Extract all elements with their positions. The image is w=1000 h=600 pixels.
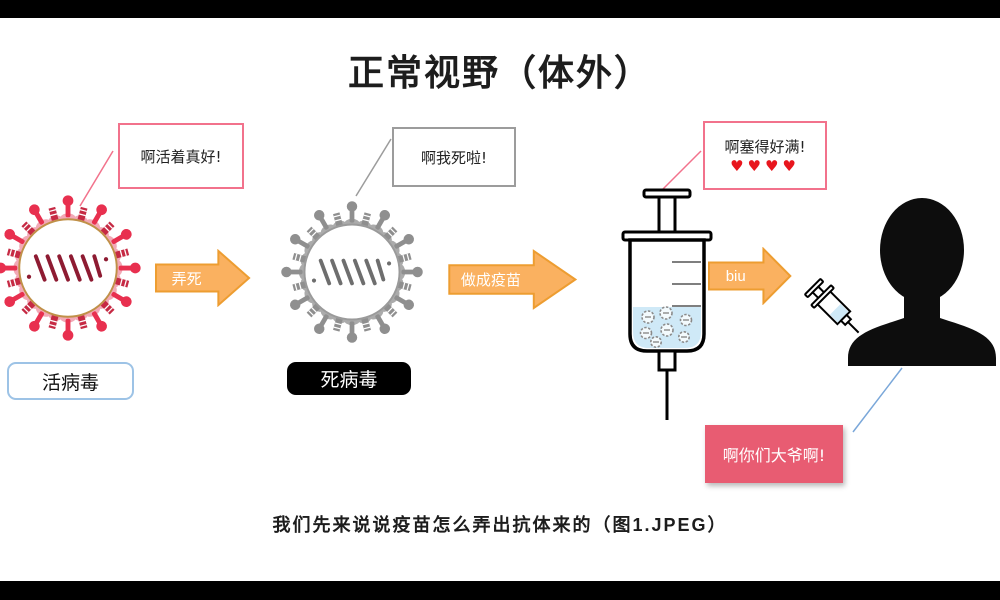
person-speech-bubble: 啊你们大爷啊! <box>705 425 843 483</box>
letterbox-top <box>0 0 1000 18</box>
syringe-icon <box>621 188 713 420</box>
caption: 我们先来说说疫苗怎么弄出抗体来的（图1.JPEG） <box>272 515 728 535</box>
dead-virus-label-text: 死病毒 <box>320 370 378 391</box>
heart-icons: ♥♥♥♥ <box>730 157 800 175</box>
live-virus-icon <box>0 193 143 343</box>
live-virus-speech-bubble: 啊活着真好! <box>118 123 244 189</box>
small-syringe-icon <box>804 278 860 334</box>
syringe-speech-text: 啊塞得好满! <box>724 138 806 156</box>
page-title: 正常视野（体外） <box>347 52 652 93</box>
dead-virus-speech-text: 啊我死啦! <box>420 148 487 167</box>
dead-virus-icon <box>279 199 425 345</box>
arrow-make-vaccine: 做成疫苗 <box>448 249 578 310</box>
dead-virus-label: 死病毒 <box>287 362 411 395</box>
arrow-inject-label: biu <box>725 267 746 285</box>
arrow-right-icon <box>448 249 578 310</box>
arrow-kill: 弄死 <box>155 249 251 307</box>
syringe-speech-bubble: 啊塞得好满! ♥♥♥♥ <box>703 121 827 190</box>
arrow-inject: biu <box>708 247 792 305</box>
person-silhouette-icon <box>848 198 996 366</box>
arrow-make-vaccine-label: 做成疫苗 <box>460 272 521 289</box>
live-virus-speech-text: 啊活着真好! <box>140 147 222 166</box>
arrow-right-icon <box>155 249 251 307</box>
dead-virus-speech-bubble: 啊我死啦! <box>392 127 516 187</box>
letterbox-bottom <box>0 581 1000 600</box>
live-virus-label: 活病毒 <box>7 362 134 400</box>
arrow-right-icon <box>708 247 792 305</box>
arrow-kill-label: 弄死 <box>171 270 202 288</box>
person-speech-text: 啊你们大爷啊! <box>722 446 826 465</box>
live-virus-label-text: 活病毒 <box>41 372 99 394</box>
